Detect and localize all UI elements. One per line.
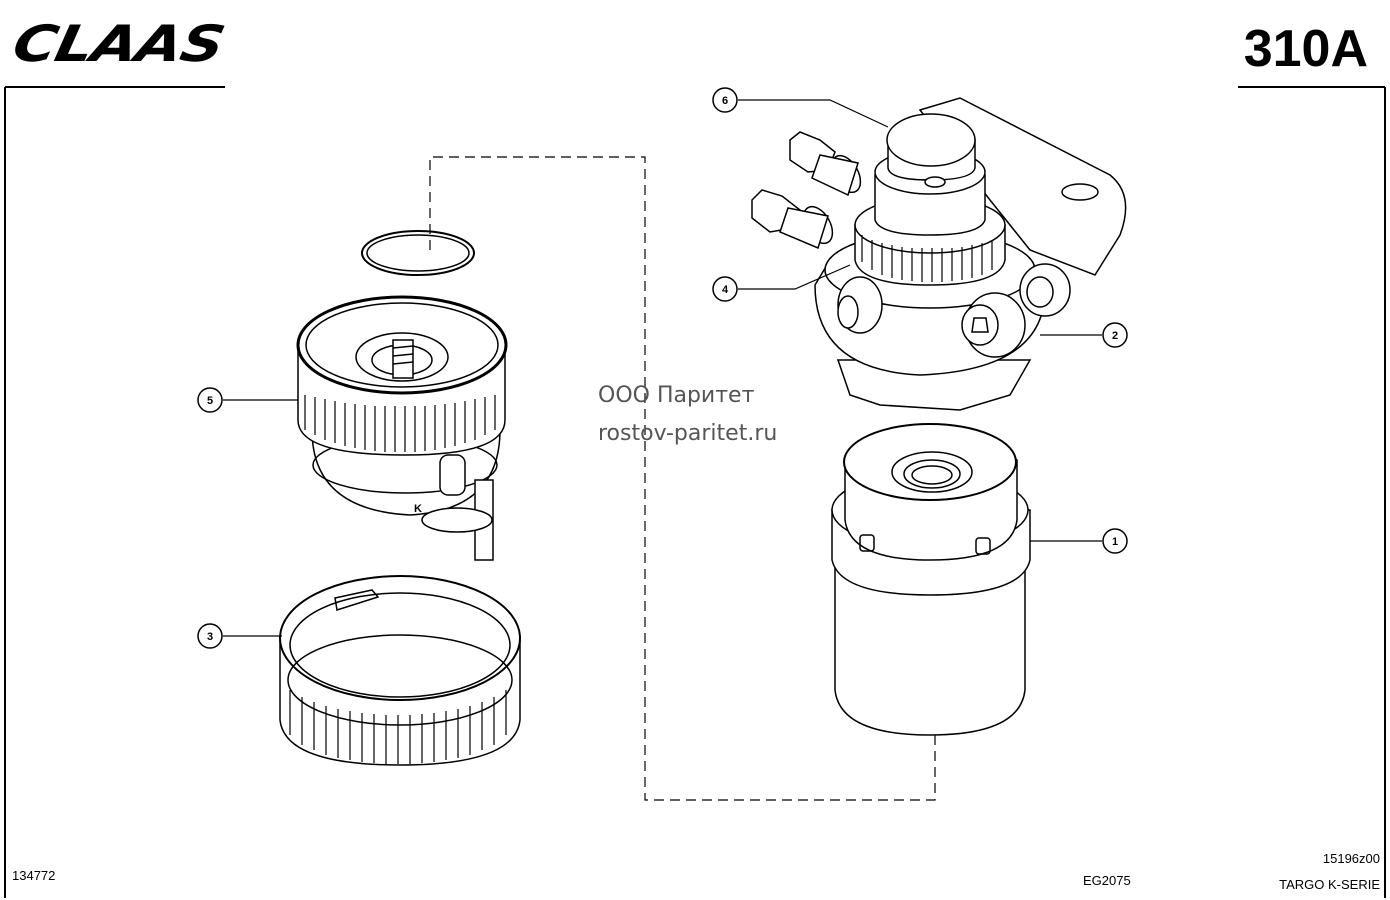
frame-border <box>4 86 1386 898</box>
footer-series: TARGO K-SERIE <box>1279 877 1380 892</box>
part-5-water-separator: K <box>296 295 508 561</box>
callout-6: 6 <box>712 87 738 113</box>
leader-lines <box>223 99 1102 637</box>
watermark-website: rostov-paritet.ru <box>598 421 778 446</box>
footer-center-code: EG2075 <box>1083 873 1131 888</box>
callout-4: 4 <box>712 276 738 302</box>
footer-drawing-code: 15196z00 <box>1322 851 1380 866</box>
callout-1: 1 <box>1102 528 1128 554</box>
part-1-filter-cartridge <box>831 423 1031 736</box>
svg-text:3: 3 <box>207 631 213 643</box>
svg-text:2: 2 <box>1112 330 1118 342</box>
watermark-company: ООО Паритет <box>598 383 755 408</box>
callout-5: 5 <box>197 387 223 413</box>
callout-2: 2 <box>1102 322 1128 348</box>
callout-3: 3 <box>197 623 223 649</box>
svg-text:6: 6 <box>722 95 728 107</box>
part-3-clamping-ring <box>279 575 521 766</box>
footer-left-number: 134772 <box>12 868 56 883</box>
page-number: 310A <box>1243 20 1368 78</box>
part-6-knurl <box>861 235 993 282</box>
part-3-knurl <box>289 690 507 764</box>
svg-text:K: K <box>414 503 422 515</box>
assembly-dashed-line <box>429 156 936 801</box>
o-ring-seal <box>361 230 475 276</box>
part-6-vent-plug <box>854 113 1006 286</box>
svg-text:5: 5 <box>207 395 213 407</box>
svg-text:1: 1 <box>1112 536 1118 548</box>
part-5-knurl <box>304 395 496 452</box>
svg-text:4: 4 <box>722 284 729 296</box>
part-4-fittings <box>751 131 862 250</box>
